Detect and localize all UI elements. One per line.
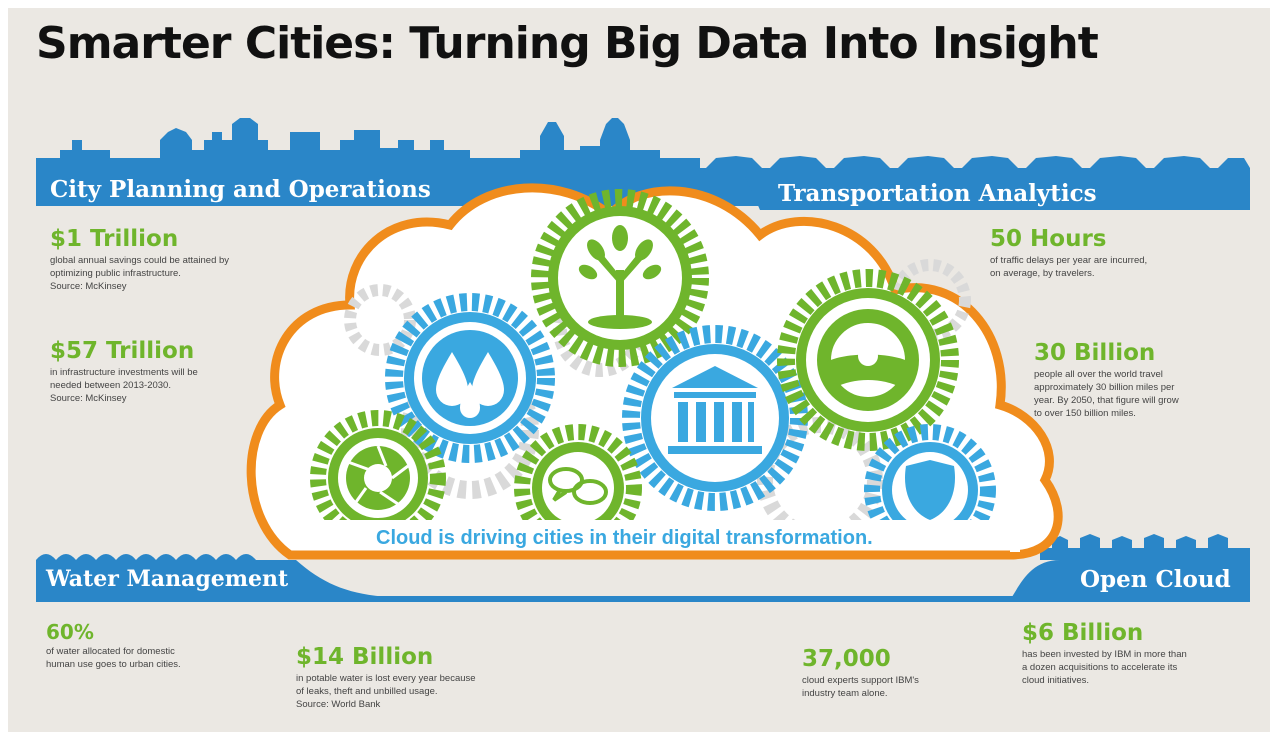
stat-line: Source: World Bank bbox=[296, 699, 381, 710]
stat-line: in potable water is lost every year beca… bbox=[296, 673, 476, 684]
crowd-silhouette bbox=[1010, 534, 1250, 600]
water-banner-curve bbox=[296, 560, 420, 598]
stat-value: $1 Trillion bbox=[50, 226, 179, 252]
stat-line: has been invested by IBM in more than bbox=[1022, 649, 1187, 660]
stat-line: Source: McKinsey bbox=[50, 393, 127, 404]
stat-description: in potable water is lost every year beca… bbox=[296, 672, 476, 711]
stat-line: global annual savings could be attained … bbox=[50, 255, 230, 266]
gear-tree bbox=[531, 189, 709, 367]
stat-37000: 37,000 cloud experts support IBM's indus… bbox=[802, 648, 919, 700]
stat-value: $14 Billion bbox=[296, 644, 434, 670]
stat-line: cloud initiatives. bbox=[1022, 675, 1090, 686]
stat-line: needed between 2013-2030. bbox=[50, 380, 171, 391]
stat-line: to over 150 billion miles. bbox=[1034, 408, 1136, 419]
stat-description: of traffic delays per year are incurred,… bbox=[990, 254, 1147, 280]
stat-line: a dozen acquisitions to accelerate its bbox=[1022, 662, 1178, 673]
section-title-transportation: Transportation Analytics bbox=[778, 180, 1097, 207]
chat-bubbles-icon bbox=[548, 467, 608, 505]
stat-line: approximately 30 billion miles per bbox=[1034, 382, 1175, 393]
stat-line: of water allocated for domestic bbox=[46, 646, 175, 657]
stat-6-billion: $6 Billion has been invested by IBM in m… bbox=[1022, 622, 1187, 687]
section-title-open-cloud: Open Cloud bbox=[1080, 566, 1231, 593]
page-title: Smarter Cities: Turning Big Data Into In… bbox=[36, 18, 1099, 69]
stat-description: has been invested by IBM in more than a … bbox=[1022, 648, 1187, 687]
city-skyline bbox=[36, 118, 700, 206]
stat-description: global annual savings could be attained … bbox=[50, 254, 229, 293]
aperture-icon bbox=[346, 445, 410, 510]
gear-aperture bbox=[310, 410, 446, 546]
stat-line: in infrastructure investments will be bbox=[50, 367, 198, 378]
cloud-caption-band bbox=[300, 520, 1020, 552]
stat-description: in infrastructure investments will be ne… bbox=[50, 366, 198, 405]
cloud-caption: Cloud is driving cities in their digital… bbox=[376, 527, 873, 549]
section-title-water: Water Management bbox=[46, 566, 289, 592]
transport-banner bbox=[745, 176, 1250, 210]
stat-line: of traffic delays per year are incurred, bbox=[990, 255, 1148, 266]
stat-description: cloud experts support IBM's industry tea… bbox=[802, 674, 919, 700]
tree-icon bbox=[578, 225, 662, 329]
stat-description: of water allocated for domestic human us… bbox=[46, 645, 181, 671]
gear-steering bbox=[777, 269, 959, 451]
shield-icon bbox=[905, 460, 955, 520]
stat-60-percent: 60% of water allocated for domestic huma… bbox=[46, 622, 181, 671]
stat-value: $6 Billion bbox=[1022, 620, 1144, 646]
stat-line: of leaks, theft and unbilled usage. bbox=[296, 686, 438, 697]
stat-value: 50 Hours bbox=[990, 226, 1107, 252]
stat-line: year. By 2050, that figure will grow bbox=[1034, 395, 1179, 406]
stat-value: 30 Billion bbox=[1034, 340, 1156, 366]
stat-line: human use goes to urban cities. bbox=[46, 659, 181, 670]
stat-1-trillion: $1 Trillion global annual savings could … bbox=[50, 228, 229, 293]
stat-line: people all over the world travel bbox=[1034, 369, 1163, 380]
gear-water bbox=[385, 293, 555, 463]
stat-line: Source: McKinsey bbox=[50, 281, 127, 292]
stat-line: industry team alone. bbox=[802, 688, 888, 699]
stat-57-trillion: $57 Trillion in infrastructure investmen… bbox=[50, 340, 198, 405]
stat-30-billion: 30 Billion people all over the world tra… bbox=[1034, 342, 1179, 420]
stat-line: on average, by travelers. bbox=[990, 268, 1095, 279]
stat-value: $57 Trillion bbox=[50, 338, 195, 364]
government-building-icon bbox=[668, 366, 762, 454]
water-drops-icon bbox=[436, 352, 504, 418]
bottom-rule bbox=[36, 596, 1250, 602]
stat-value: 37,000 bbox=[802, 646, 891, 672]
section-title-city-planning: City Planning and Operations bbox=[50, 176, 431, 203]
water-waves bbox=[36, 554, 296, 602]
gear-building bbox=[622, 325, 808, 511]
stat-description: people all over the world travel approxi… bbox=[1034, 368, 1179, 420]
stat-50-hours: 50 Hours of traffic delays per year are … bbox=[990, 228, 1147, 280]
stat-line: optimizing public infrastructure. bbox=[50, 268, 181, 279]
stat-line: cloud experts support IBM's bbox=[802, 675, 919, 686]
steering-wheel-icon bbox=[817, 309, 919, 411]
stat-value: 60% bbox=[46, 620, 94, 644]
stat-14-billion: $14 Billion in potable water is lost eve… bbox=[296, 646, 476, 711]
